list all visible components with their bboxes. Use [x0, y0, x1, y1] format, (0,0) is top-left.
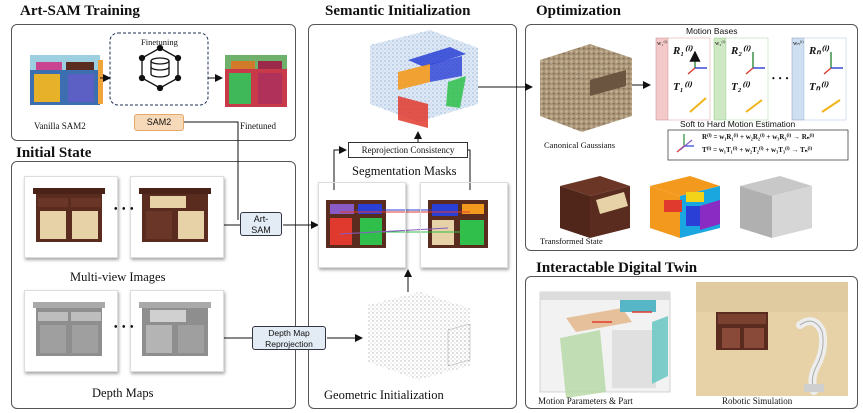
tn-label: Tₙ⁽ⁱ⁾: [809, 81, 828, 93]
optimization-title: Optimization: [536, 3, 621, 19]
geometric-pointcloud: [368, 292, 471, 380]
seg-mask-cabinet-1: [326, 200, 386, 248]
depth-map-1: [33, 302, 105, 356]
translation-arrows-icons: [689, 97, 841, 113]
robotic-sim-label: Robotic Simulation: [722, 396, 793, 406]
depth-map-2: [139, 302, 211, 356]
formula-rotation: R⁽ⁱ⁾ = w₁R₁⁽ⁱ⁾ + w₂R₂⁽ⁱ⁾ + w₃R₃⁽ⁱ⁾ → Rₙ⁽…: [702, 133, 815, 141]
multiview-ellipsis: • • •: [114, 204, 135, 215]
segmentation-masks-label: Segmentation Masks: [352, 164, 457, 178]
database-network-icon: [138, 44, 182, 92]
finetuned-cabinet: [225, 55, 287, 107]
depth-reprojection-pill: Depth Map Reprojection: [252, 326, 326, 350]
rn-label: Rₙ⁽ⁱ⁾: [809, 45, 829, 57]
depth-card-1: [24, 290, 118, 372]
formula-translation: T⁽ⁱ⁾ = w₁T₁⁽ⁱ⁾ + w₂T₂⁽ⁱ⁾ + w₃T₃⁽ⁱ⁾ → Tₙ⁽…: [702, 146, 813, 154]
soft-hard-axes-icon: [676, 134, 694, 153]
vanilla-sam2-cabinet: [30, 55, 103, 105]
seg-mask-card-2: [420, 182, 508, 268]
r1-label: R₁⁽ⁱ⁾: [673, 45, 692, 57]
semantic-pointcloud: [370, 30, 478, 128]
w1-label: w₁⁽ⁱ⁾: [657, 41, 668, 47]
multiview-cabinet-1: [33, 188, 105, 242]
transformed-grey: [740, 176, 812, 238]
t1-label: T₁⁽ⁱ⁾: [673, 81, 691, 93]
reprojection-consistency-box: Reprojection Consistency: [348, 142, 468, 158]
motion-bases-ellipsis: • • •: [772, 74, 790, 83]
w2-label: w₂⁽ⁱ⁾: [715, 41, 726, 47]
depth-card-2: [130, 290, 224, 372]
digital-twin-title: Interactable Digital Twin: [536, 260, 698, 276]
wn-label: wₙ⁽ⁱ⁾: [793, 41, 804, 47]
rotation-axes-icons: [687, 50, 843, 75]
t2-label: T₂⁽ⁱ⁾: [731, 81, 749, 93]
soft-to-hard-label: Soft to Hard Motion Estimation: [680, 119, 796, 129]
artsam-training-title: Art-SAM Training: [20, 3, 140, 19]
motion-parameters-cabinet: [539, 291, 671, 398]
multiview-cabinet-2: [139, 188, 211, 242]
depth-maps-label: Depth Maps: [92, 386, 154, 400]
transformed-state-label: Transformed State: [540, 236, 603, 246]
seg-mask-card-1: [318, 182, 406, 268]
multiview-card-1: [24, 176, 118, 258]
semantic-init-title: Semantic Initialization: [325, 3, 471, 19]
r2-label: R₂⁽ⁱ⁾: [731, 45, 750, 57]
multiview-card-2: [130, 176, 224, 258]
sam2-pill: SAM2: [134, 114, 184, 131]
canonical-gaussians-label: Canonical Gaussians: [544, 140, 616, 150]
robotic-simulation-scene: [696, 282, 848, 396]
vanilla-sam2-label: Vanilla SAM2: [34, 121, 86, 131]
transformed-cabinet: [560, 176, 630, 238]
geometric-init-label: Geometric Initialization: [324, 388, 444, 402]
motion-params-label: Motion Parameters & Part: [538, 396, 633, 406]
art-sam-pill: Art- SAM: [240, 212, 282, 236]
finetuned-label: Finetuned: [240, 121, 276, 131]
initial-state-title: Initial State: [16, 145, 92, 161]
canonical-gaussians-cabinet: [540, 44, 632, 132]
transformed-segmented: [650, 176, 720, 238]
depth-ellipsis: • • •: [114, 322, 135, 333]
motion-bases-label: Motion Bases: [686, 26, 738, 36]
finetuning-label: Finetuning: [141, 37, 178, 47]
multiview-label: Multi-view Images: [70, 270, 166, 284]
